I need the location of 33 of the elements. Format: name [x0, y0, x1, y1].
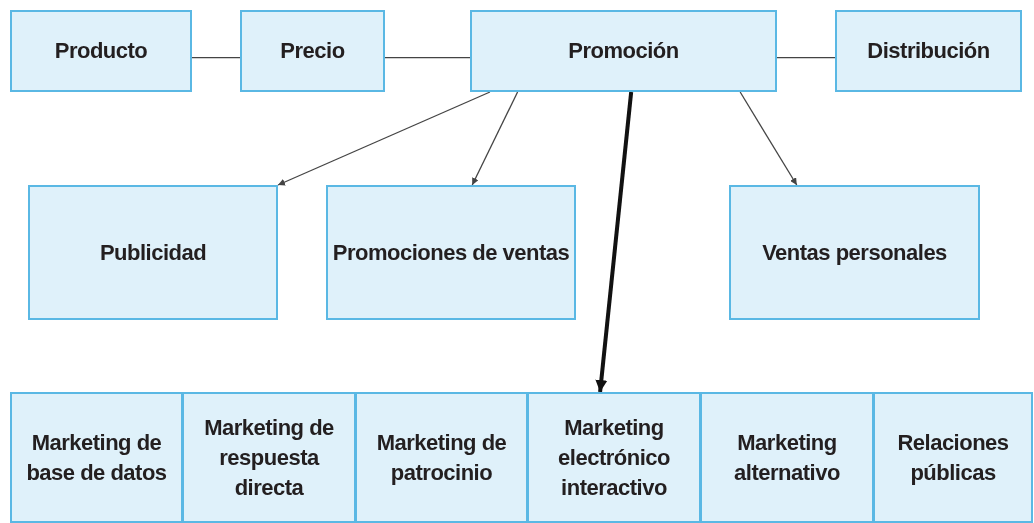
category-box: [326, 185, 576, 320]
box-label: Marketing de respuesta directa: [203, 413, 335, 502]
category-box: [10, 392, 183, 523]
category-box: [10, 10, 192, 92]
box-label: Marketing de base de datos: [25, 428, 168, 487]
category-box: [729, 185, 980, 320]
arrow: [277, 91, 491, 186]
category-box: [470, 10, 777, 92]
box-label: Ventas personales: [762, 238, 947, 267]
category-box: [28, 185, 278, 320]
arrow: [739, 91, 798, 186]
box-label: Marketing electrónico interactivo: [557, 413, 671, 502]
connector-line: [191, 56, 241, 59]
connector-line: [384, 56, 471, 59]
category-box: [355, 392, 528, 523]
box-label: Marketing alternativo: [733, 428, 841, 487]
category-box: [182, 392, 356, 523]
category-box: [700, 392, 874, 523]
box-label: Promoción: [568, 37, 679, 65]
box-label: Distribución: [867, 37, 990, 65]
category-box: [835, 10, 1022, 92]
box-label: Promociones de ventas: [332, 238, 570, 267]
arrow: [595, 91, 634, 393]
box-label: Producto: [54, 37, 148, 65]
arrow: [471, 91, 519, 186]
box-label: Publicidad: [99, 238, 207, 267]
box-label: Relaciones públicas: [896, 428, 1010, 487]
category-box: [873, 392, 1033, 523]
box-label: Precio: [280, 37, 345, 65]
category-box: [240, 10, 385, 92]
connector-line: [776, 56, 836, 59]
category-box: [527, 392, 701, 523]
box-label: Marketing de patrocinio: [375, 428, 508, 487]
